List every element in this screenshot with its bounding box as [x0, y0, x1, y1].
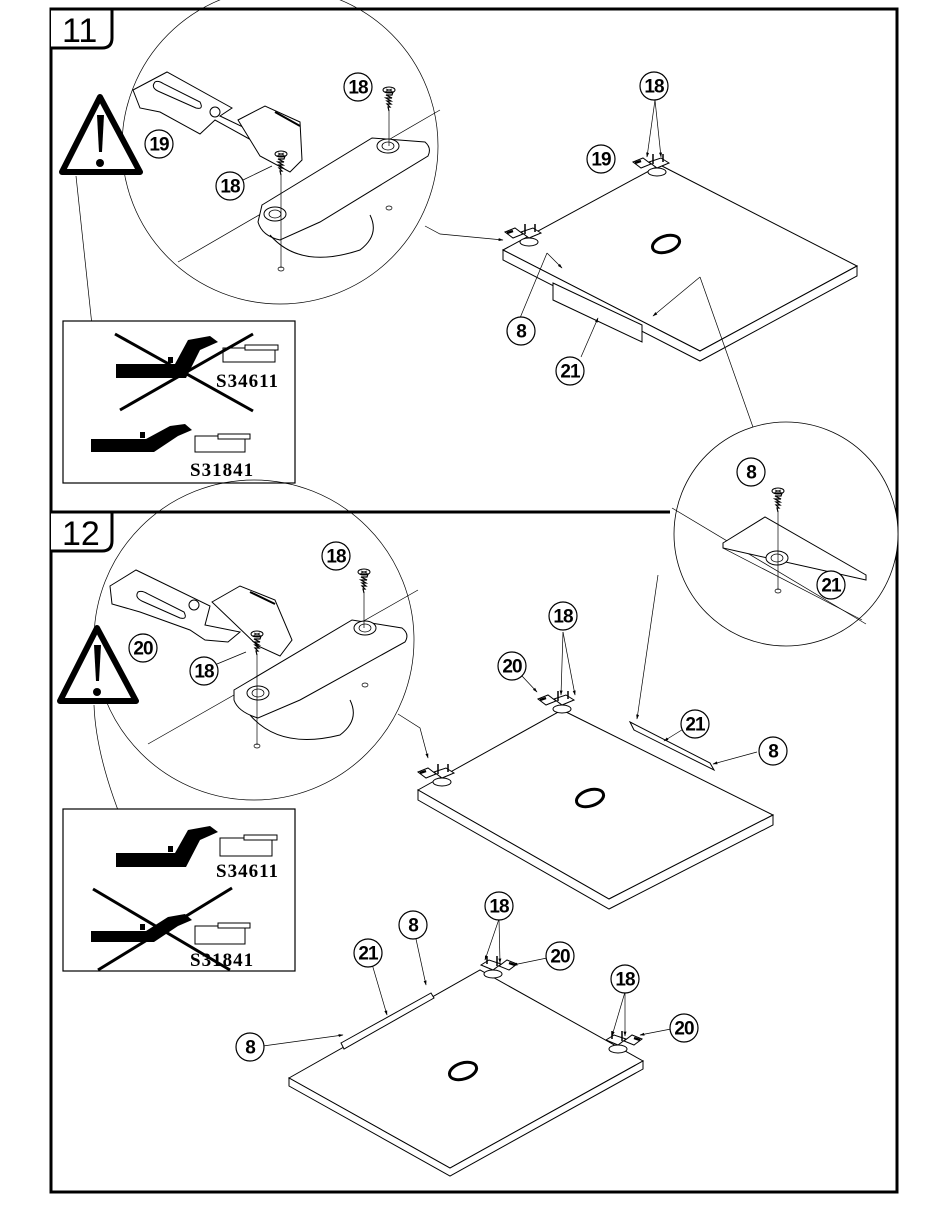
svg-text:18: 18 — [644, 77, 664, 98]
callout-screw-18: 18 — [344, 73, 372, 101]
callout-rail-21: 21 — [817, 571, 845, 599]
part-code-correct: S34611 — [216, 861, 279, 882]
callout-cam-8: 8 — [236, 1033, 264, 1061]
svg-text:8: 8 — [516, 322, 526, 343]
svg-text:8: 8 — [245, 1038, 255, 1059]
part-code-correct: S31841 — [190, 460, 254, 481]
svg-text:19: 19 — [591, 150, 611, 171]
callout-cam-8: 8 — [399, 911, 427, 939]
warning-triangle-icon — [60, 628, 136, 701]
step-12: 12 18 20 18 — [51, 480, 787, 1176]
svg-text:18: 18 — [348, 78, 368, 99]
svg-text:8: 8 — [408, 916, 418, 937]
panel-assembly-lower — [263, 919, 671, 1176]
callout-hinge-20: 20 — [129, 634, 157, 662]
svg-text:21: 21 — [685, 715, 706, 736]
svg-text:20: 20 — [502, 657, 522, 678]
hinge-comparison-box: S34611 S31841 — [63, 809, 295, 971]
hinge-detail-view — [122, 0, 503, 304]
svg-text:18: 18 — [220, 177, 240, 198]
callout-screws-18: 18 — [549, 602, 577, 630]
step-number: 11 — [62, 12, 97, 50]
panel-assembly-upper — [418, 575, 773, 909]
svg-text:20: 20 — [550, 947, 570, 968]
svg-text:20: 20 — [133, 639, 153, 660]
svg-text:8: 8 — [746, 463, 756, 484]
callout-screws-18: 18 — [485, 892, 513, 920]
callout-screws-18: 18 — [640, 72, 668, 100]
callout-screw-18: 18 — [322, 542, 350, 570]
svg-text:18: 18 — [194, 662, 214, 683]
svg-text:18: 18 — [489, 897, 509, 918]
svg-text:18: 18 — [326, 547, 346, 568]
svg-text:21: 21 — [560, 362, 581, 383]
step-number: 12 — [62, 515, 100, 553]
svg-text:8: 8 — [768, 742, 778, 763]
callout-hinge-19: 19 — [145, 130, 173, 158]
svg-text:21: 21 — [821, 576, 842, 597]
callout-hinge-19: 19 — [587, 145, 615, 173]
callout-hinge-20: 20 — [670, 1014, 698, 1042]
warning-triangle-icon — [62, 97, 140, 172]
svg-text:18: 18 — [615, 970, 635, 991]
callout-screw-18: 18 — [216, 172, 244, 200]
svg-text:21: 21 — [358, 944, 379, 965]
rail-zoom-detail — [672, 422, 898, 646]
callout-screws-18: 18 — [611, 965, 639, 993]
part-code-wrong: S34611 — [216, 371, 279, 392]
callout-hinge-20: 20 — [498, 652, 526, 680]
callout-rail-21: 21 — [354, 939, 382, 967]
callout-screw-18: 18 — [190, 657, 218, 685]
panel-assembly-view — [503, 100, 857, 430]
callout-hinge-20: 20 — [546, 942, 574, 970]
part-code-wrong: S31841 — [190, 950, 254, 971]
hinge-comparison-box: S34611 S31841 — [63, 321, 295, 483]
svg-text:20: 20 — [674, 1019, 694, 1040]
svg-text:19: 19 — [149, 135, 169, 156]
svg-text:18: 18 — [553, 607, 573, 628]
step-11: 11 — [51, 0, 898, 646]
callout-rail-21: 21 — [681, 710, 709, 738]
callout-cam-8: 8 — [759, 737, 787, 765]
callout-screw-8: 8 — [737, 458, 765, 486]
callout-cam-8: 8 — [507, 317, 535, 345]
callout-rail-21: 21 — [556, 357, 584, 385]
